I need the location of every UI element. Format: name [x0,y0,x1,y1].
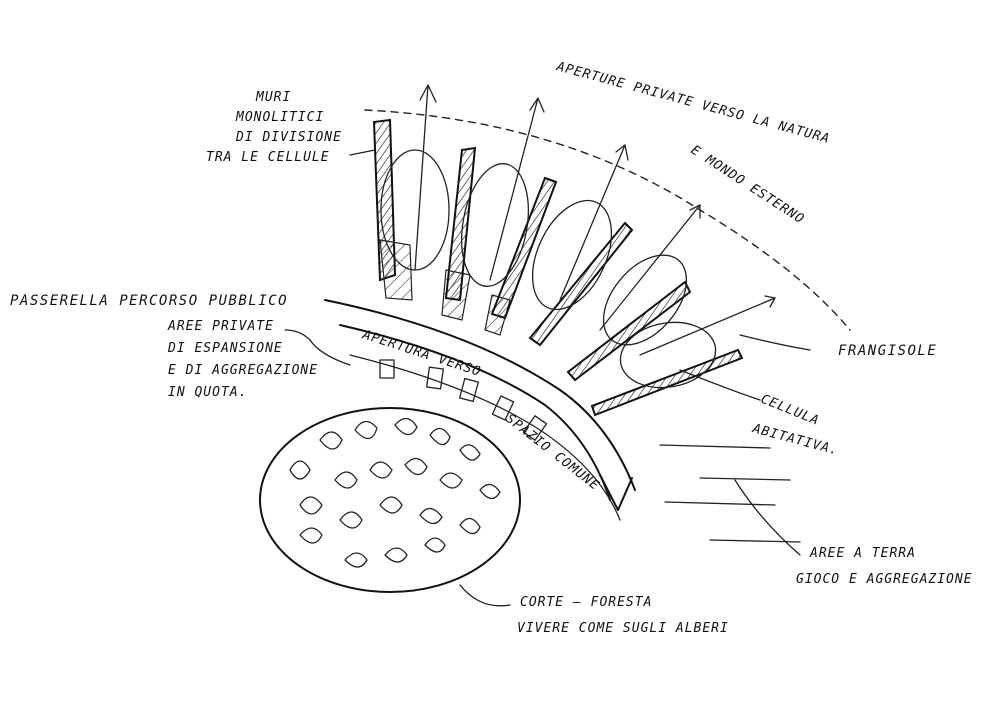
label-cellula-1: CELLULA [759,392,822,429]
leader-lines [284,149,811,607]
lower-arc [349,354,621,521]
outer-dashed-arc [364,109,851,331]
label-aree-terra-2: GIOCO E AGGREGAZIONE [796,572,973,587]
opening-arrows [414,84,776,356]
label-aree-terra-1: AREE A TERRA [809,546,916,561]
walkway-arc-outer [324,299,636,491]
courtyard-forest [259,407,521,593]
label-muri-3: DI DIVISIONE [235,130,342,145]
label-frangisole: FRANGISOLE [838,343,937,359]
label-aree-private-4: IN QUOTA. [168,385,247,400]
label-apertura-1: APERTURA VERSO [360,327,483,380]
label-aree-private-2: DI ESPANSIONE [167,341,283,356]
label-cellula-2: ABITATIVA. [750,421,840,459]
label-muri-1: MURI [255,90,291,105]
label-corte-2: VIVERE COME SUGLI ALBERI [517,621,729,636]
label-passerella: PASSERELLA PERCORSO PUBBLICO [10,293,288,309]
label-corte-1: CORTE — FORESTA [520,595,652,610]
walkway-arrow [599,474,633,511]
wall-bases [379,239,511,336]
label-aperture-2: E MONDO ESTERNO [688,143,807,228]
living-cells [380,149,717,389]
label-muri-4: TRA LE CELLULE [206,150,330,165]
labels: MURI MONOLITICI DI DIVISIONE TRA LE CELL… [10,59,973,636]
label-aree-private-1: AREE PRIVATE [167,319,274,334]
ground-area-lines [659,444,801,543]
label-aree-private-3: E DI AGGREGAZIONE [168,363,318,378]
label-aperture-1: APERTURE PRIVATE VERSO LA NATURA [554,59,832,147]
walkway-arc-inner [339,324,611,501]
label-muri-2: MONOLITICI [235,110,324,125]
expansion-platforms [379,359,548,441]
monolithic-walls [372,118,744,417]
